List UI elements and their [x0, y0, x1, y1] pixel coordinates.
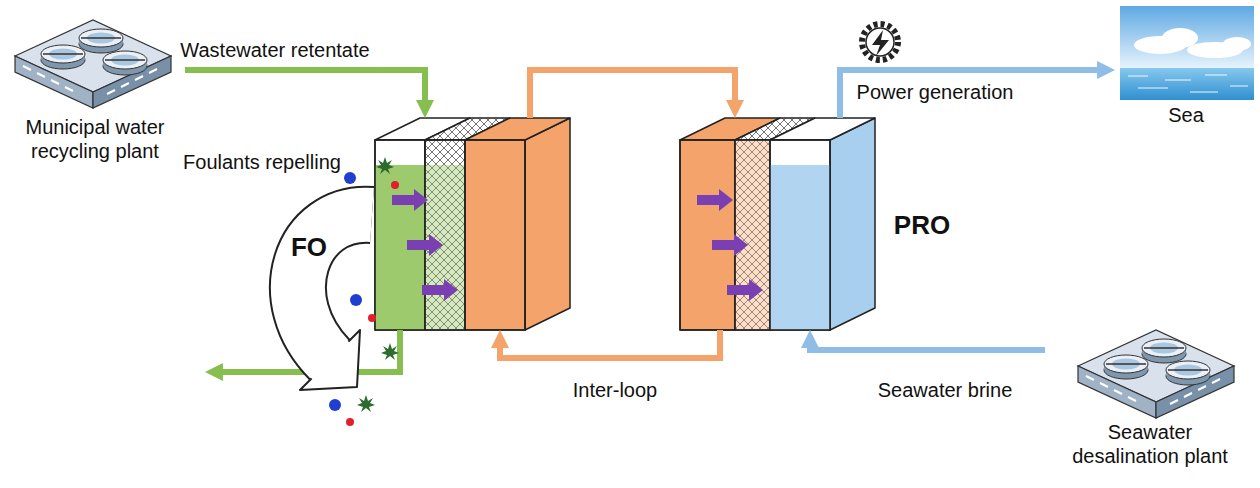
flow-arrow — [500, 330, 720, 358]
module-top — [770, 118, 875, 140]
foulant-particle — [346, 418, 354, 426]
node-label: Municipal water recycling plant — [5, 115, 185, 163]
recycling-plant: Municipal water recycling plant — [5, 5, 185, 167]
membrane-tint — [735, 140, 770, 330]
membrane — [735, 140, 770, 330]
membrane-border — [735, 140, 770, 330]
desalination-plant-icon — [1078, 330, 1234, 418]
flow-label: Inter-loop — [573, 378, 658, 402]
sea-picture — [1120, 6, 1254, 100]
turbine-icon — [862, 24, 898, 60]
flow-arrow — [530, 70, 735, 118]
draw-chamber — [465, 140, 525, 330]
flux-arrow — [392, 189, 428, 211]
fo-module-drawing — [375, 118, 570, 330]
brine-chamber — [770, 140, 830, 330]
sea: Sea — [1115, 5, 1257, 131]
flow-arrow — [185, 70, 425, 108]
sea-water — [1120, 68, 1254, 100]
foulant-particle — [344, 172, 356, 184]
flux-arrow — [407, 234, 443, 256]
module-side — [830, 118, 875, 330]
foulant-particle — [391, 181, 399, 189]
flux-arrow — [422, 279, 458, 301]
foulant-particle — [376, 157, 394, 174]
module-side — [525, 118, 570, 330]
sky — [1120, 6, 1254, 68]
module-outline — [375, 140, 525, 330]
cloud — [1162, 28, 1198, 48]
module-label: FO — [291, 232, 327, 262]
flow-label: Power generation — [857, 80, 1014, 104]
feed-chamber — [375, 140, 425, 330]
node-label: Seawater desalination plant — [1060, 420, 1240, 468]
waves — [1128, 75, 1248, 92]
draw-chamber — [680, 140, 735, 330]
node-label: Sea — [1115, 103, 1257, 127]
fo-module: FO — [375, 118, 570, 330]
recycling-plant-icon — [15, 20, 171, 108]
desalination-plant: Seawater desalination plant — [1045, 315, 1255, 472]
foulant-particle — [329, 399, 341, 411]
foulant-particle — [357, 395, 375, 412]
flow-label: Wastewater retentate — [180, 38, 369, 62]
flow-arrow — [840, 70, 1105, 118]
flow-label: Seawater brine — [878, 378, 1013, 402]
flux-arrow — [712, 234, 748, 256]
flux-arrow — [727, 279, 763, 301]
module-outline — [680, 140, 830, 330]
annotation-label: Foulants repelling — [183, 150, 341, 174]
pro-module-drawing — [680, 118, 875, 330]
pro-module: PRO — [680, 118, 875, 330]
flow-arrow — [810, 340, 1045, 350]
membrane — [425, 140, 465, 330]
brine-fill — [770, 165, 830, 330]
cloud — [1223, 37, 1251, 51]
module-top — [465, 118, 570, 140]
foulant-particle — [368, 314, 376, 322]
foulant-particle — [381, 343, 399, 360]
foulant-particles — [329, 157, 399, 426]
flux-arrow — [697, 189, 733, 211]
membrane-border — [425, 140, 465, 330]
module-label: PRO — [894, 210, 950, 240]
foulant-particle — [350, 294, 362, 306]
